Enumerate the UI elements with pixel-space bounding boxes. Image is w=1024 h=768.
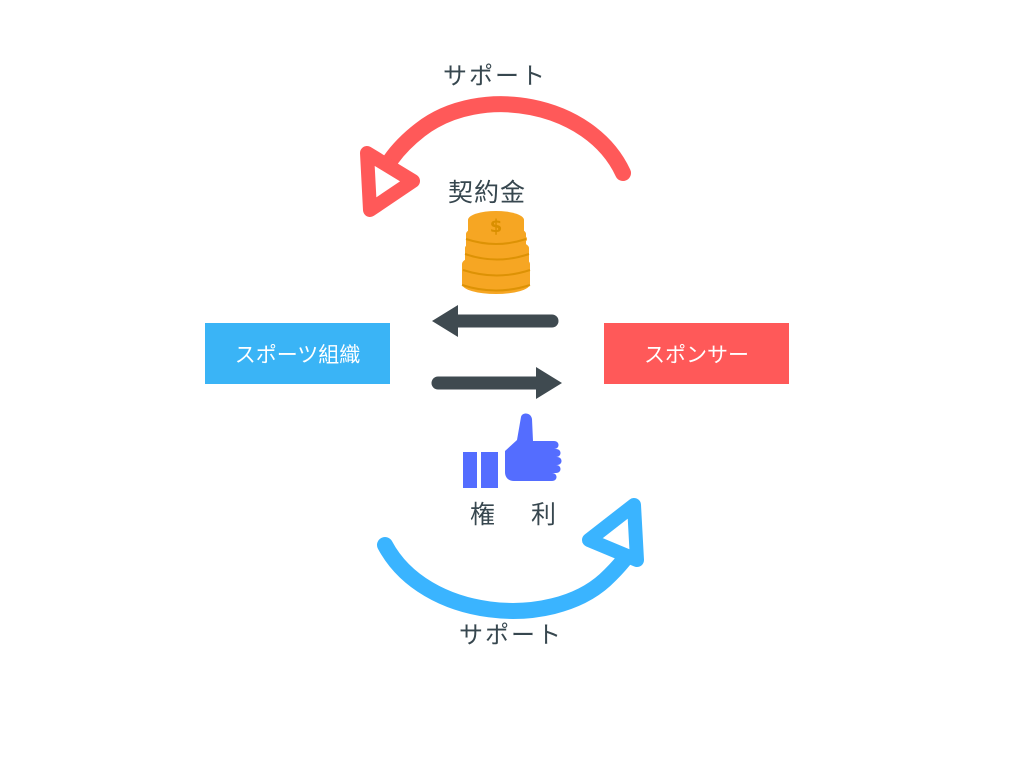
bottom-support-arc <box>377 537 642 619</box>
bottom-support-arrowhead <box>582 498 644 567</box>
sponsor-box: スポンサー <box>604 323 789 384</box>
top-support-cycle-arrow <box>360 96 631 217</box>
sports-organization-label: スポーツ組織 <box>234 342 361 367</box>
coin-stack-icon: $ <box>461 211 531 294</box>
top-support-arrowhead <box>360 146 420 217</box>
payment-arrow-to-organization <box>432 305 559 337</box>
bottom-support-label: サポート <box>459 621 563 649</box>
thumbs-up-icon <box>463 413 562 488</box>
sports-organization-box: スポーツ組織 <box>205 323 390 384</box>
bottom-support-cycle-arrow <box>377 498 644 619</box>
rights-arrow-to-sponsor <box>431 367 562 399</box>
contract-money-label: 契約金 <box>448 178 527 207</box>
top-support-label: サポート <box>443 62 547 90</box>
sponsor-label: スポンサー <box>644 342 749 367</box>
dollar-icon: $ <box>490 216 503 237</box>
rights-label: 権 利 <box>470 500 570 529</box>
coin-detail-lines <box>461 238 531 292</box>
